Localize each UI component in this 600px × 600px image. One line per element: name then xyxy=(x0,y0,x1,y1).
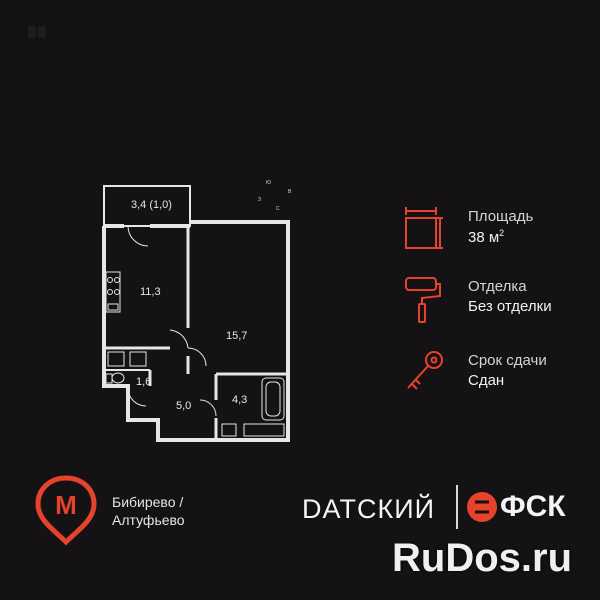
finish-value: Без отделки xyxy=(468,298,552,315)
room-balcony-area: 3,4 (1,0) xyxy=(131,199,172,211)
key-icon xyxy=(407,351,443,390)
info-finish: Отделка Без отделки xyxy=(400,276,590,328)
paint-roller-icon xyxy=(405,277,441,323)
room-kitchen-area: 11,3 xyxy=(140,286,161,298)
room-living-area: 15,7 xyxy=(226,330,248,342)
area-value: 38 м2 xyxy=(468,228,505,246)
room-bathroom-area: 4,3 xyxy=(232,394,248,406)
partner-name: ФСК xyxy=(500,490,566,523)
finish-title: Отделка xyxy=(468,278,527,295)
brand-name: DATCКИЙ xyxy=(302,494,436,524)
info-area: Площадь 38 м2 xyxy=(400,206,590,258)
compass-east: В xyxy=(288,189,292,195)
compass-west: З xyxy=(258,197,261,203)
compass-south: Ю xyxy=(266,180,271,186)
delivery-value: Сдан xyxy=(468,372,505,389)
metro-pin-icon: М xyxy=(35,475,97,546)
metro-letter: М xyxy=(55,490,77,520)
delivery-title: Срок сдачи xyxy=(468,352,547,369)
fsk-logo-icon xyxy=(467,492,497,522)
area-icon xyxy=(405,207,443,249)
room-toilet-area: 1,6 xyxy=(136,376,152,388)
metro-station-line2: Алтуфьево xyxy=(112,512,185,528)
brand-divider xyxy=(456,485,458,529)
corner-logo-icon xyxy=(28,26,46,38)
watermark: RuDos.ru xyxy=(392,536,572,580)
metro-station: Бибирево / Алтуфьево xyxy=(112,493,185,529)
outer-walls xyxy=(102,220,290,442)
area-title: Площадь xyxy=(468,208,534,225)
compass-north: С xyxy=(276,206,280,212)
room-hall-area: 5,0 xyxy=(176,400,192,412)
metro-station-line1: Бибирево / xyxy=(112,494,184,510)
balcony-outline xyxy=(103,185,191,227)
info-delivery: Срок сдачи Сдан xyxy=(400,350,590,402)
